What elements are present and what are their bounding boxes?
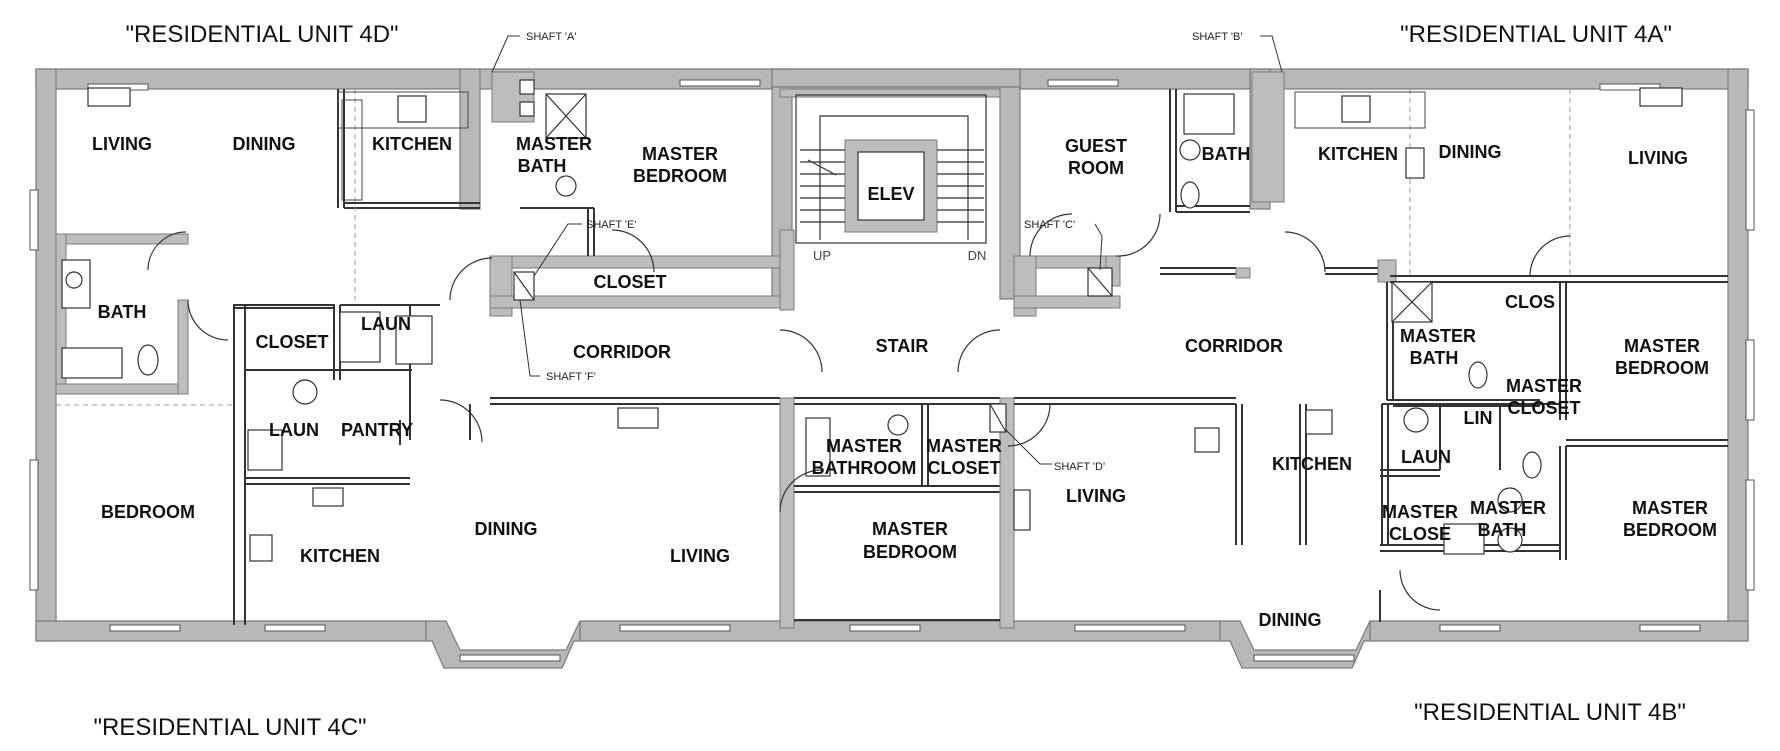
room-living-4b: LIVING — [1066, 486, 1126, 506]
room-bath-4a: BATH — [1202, 144, 1251, 164]
unit-4b-title: "RESIDENTIAL UNIT 4B" — [1414, 699, 1686, 726]
room-master-bath-4d-line1: MASTER — [516, 134, 592, 154]
room-kitchen-4c: KITCHEN — [300, 546, 380, 566]
unit-4c-title: "RESIDENTIAL UNIT 4C" — [93, 714, 366, 741]
room-lin-4a: LIN — [1464, 408, 1493, 428]
room-master-closet-4c-line2: CLOSET — [927, 458, 1000, 478]
room-master-bath-4b-line2: BATH — [1478, 520, 1527, 540]
exterior-walls — [35, 68, 1749, 669]
room-clos-4a: CLOS — [1505, 292, 1555, 312]
room-kitchen-4a: KITCHEN — [1318, 144, 1398, 164]
shaft-d-label: SHAFT 'D' — [1054, 461, 1105, 473]
room-master-bedroom-4d-line1: MASTER — [642, 144, 718, 164]
room-master-bedroom-4c-line1: MASTER — [872, 519, 948, 539]
interior-walls-left — [55, 89, 1015, 629]
doors — [147, 213, 1571, 611]
room-laun-4b: LAUN — [1401, 447, 1451, 467]
stair-up-label: UP — [813, 248, 831, 263]
room-living-4d: LIVING — [92, 134, 152, 154]
room-dining-4b: DINING — [1259, 610, 1322, 630]
room-dining-4d: DINING — [233, 134, 296, 154]
room-dining-4a: DINING — [1439, 142, 1502, 162]
room-master-bathroom-4c-line1: MASTER — [826, 436, 902, 456]
room-laun-4d: LAUN — [361, 314, 411, 334]
fixtures — [61, 87, 1683, 562]
room-master-bedroom-4d-line2: BEDROOM — [633, 166, 727, 186]
room-bedroom-4c: BEDROOM — [101, 502, 195, 522]
room-dining-4c: DINING — [475, 519, 538, 539]
elevator-label: ELEV — [867, 184, 914, 204]
unit-4d-title: "RESIDENTIAL UNIT 4D" — [125, 21, 398, 48]
room-kitchen-4b: KITCHEN — [1272, 454, 1352, 474]
shaft-e-label: SHAFT 'E' — [586, 219, 636, 231]
room-master-bedroom-4b-line2: BEDROOM — [1623, 520, 1717, 540]
room-living-4c: LIVING — [670, 546, 730, 566]
shaft-a-label: SHAFT 'A' — [526, 31, 576, 43]
unit-4a-title: "RESIDENTIAL UNIT 4A" — [1400, 21, 1672, 48]
room-master-close-4b-line1: MASTER — [1382, 502, 1458, 522]
room-corridor-left: CORRIDOR — [573, 342, 671, 362]
stair-core — [779, 88, 1001, 244]
stair-dn-label: DN — [968, 248, 987, 263]
room-master-bedroom-4c-line2: BEDROOM — [863, 542, 957, 562]
room-master-bedroom-4a-line1: MASTER — [1624, 336, 1700, 356]
shaft-b-label: SHAFT 'B' — [1192, 31, 1242, 43]
room-stair: STAIR — [876, 336, 929, 356]
room-master-bathroom-4c-line2: BATHROOM — [812, 458, 917, 478]
stair-treads — [800, 115, 984, 240]
room-pantry-4c: PANTRY — [341, 420, 413, 440]
room-master-bath-4a-line1: MASTER — [1400, 326, 1476, 346]
room-master-bath-4d-line2: BATH — [518, 156, 567, 176]
room-guest-room-line2: ROOM — [1068, 158, 1124, 178]
shaft-f-label: SHAFT 'F' — [546, 371, 596, 383]
room-kitchen-4d: KITCHEN — [372, 134, 452, 154]
room-corridor-right: CORRIDOR — [1185, 336, 1283, 356]
room-master-closet-4a-line1: MASTER — [1506, 376, 1582, 396]
shafts — [491, 71, 1285, 433]
windows — [29, 79, 1755, 662]
room-master-bedroom-4b-line1: MASTER — [1632, 498, 1708, 518]
shaft-leaders — [491, 35, 1283, 465]
room-closet-hall: CLOSET — [255, 332, 328, 352]
shaft-c-label: SHAFT 'C' — [1024, 219, 1075, 231]
room-master-close-4b-line2: CLOSE — [1389, 524, 1451, 544]
room-master-closet-4a-line2: CLOSET — [1507, 398, 1580, 418]
room-laun-4c: LAUN — [269, 420, 319, 440]
room-closet-4d: CLOSET — [593, 272, 666, 292]
room-master-closet-4c-line1: MASTER — [926, 436, 1002, 456]
interior-walls-right — [1013, 89, 1728, 622]
room-master-bedroom-4a-line2: BEDROOM — [1615, 358, 1709, 378]
room-guest-room-line1: GUEST — [1065, 136, 1127, 156]
room-master-bath-4a-line2: BATH — [1410, 348, 1459, 368]
room-living-4a: LIVING — [1628, 148, 1688, 168]
room-bath-4d: BATH — [98, 302, 147, 322]
room-master-bath-4b-line1: MASTER — [1470, 498, 1546, 518]
